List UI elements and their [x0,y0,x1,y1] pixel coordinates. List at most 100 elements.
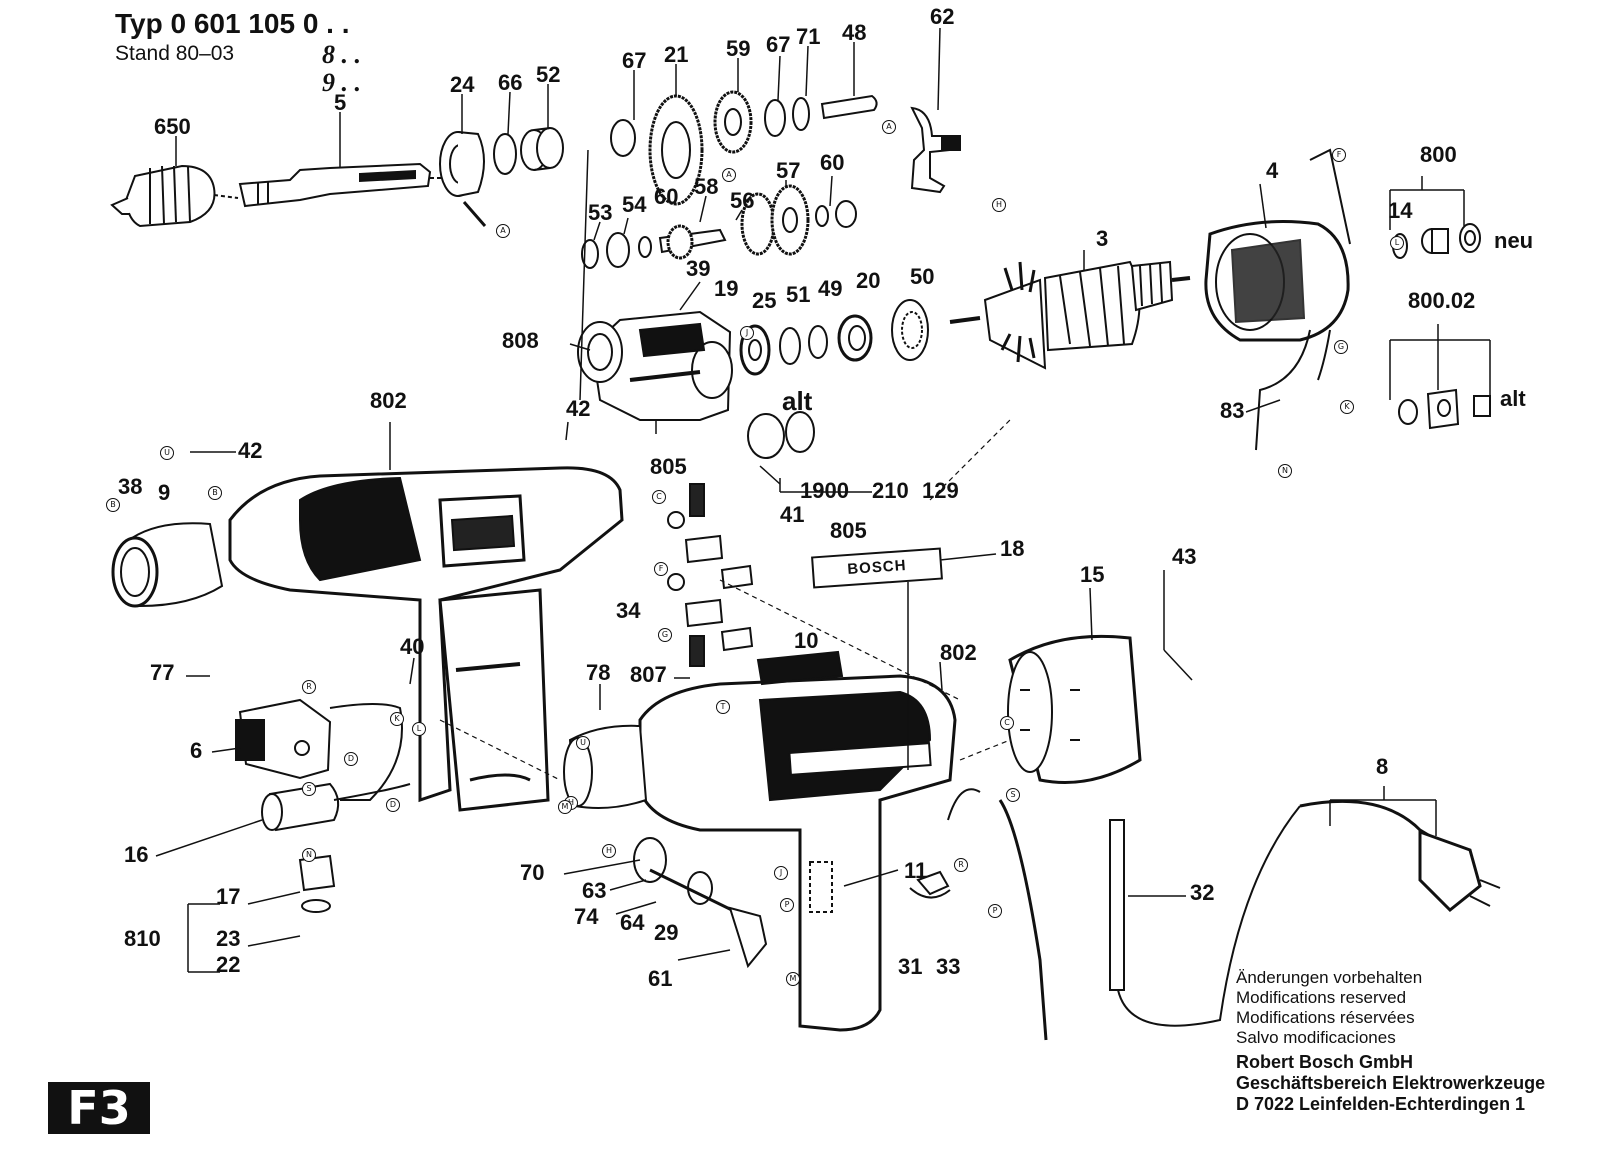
variant-8: 8 . . [322,40,361,69]
part-label-24: 24 [450,72,475,97]
housing-half-802 [228,466,624,812]
marker-p: P [988,904,1002,918]
part-label-14: 14 [1388,198,1413,223]
brush-807 [689,635,705,667]
marker-m: M [558,800,572,814]
brush-parts-alt [1398,388,1491,430]
strain-relief-17 [298,854,336,913]
part-label-62: 62 [930,4,955,29]
marker-f: F [1332,148,1346,162]
part-label-6: 6 [190,738,203,763]
marker-l: L [1390,236,1404,250]
marker-s: S [302,782,316,796]
brush-holder-800 [1421,228,1449,254]
part-label-54: 54 [622,192,647,217]
marker-r: R [302,680,316,694]
ring-66 [493,133,517,175]
brush-805 [689,483,705,517]
part-label-66: 66 [498,70,523,95]
part-label-48: 48 [842,20,867,45]
part-label-3: 3 [1096,226,1109,251]
part-label-17: 17 [216,884,241,909]
housing-half-802-right [563,674,957,1032]
part-label-56: 56 [730,188,755,213]
handle-parts [633,837,768,969]
note-line: Modifications reserved [1236,988,1407,1007]
part-label-210: 210 [872,478,909,503]
part-label-802b: 802 [940,640,977,665]
part-label-41: 41 [780,502,805,527]
part-label-20: 20 [856,268,881,293]
part-label-10: 10 [794,628,819,653]
end-cap-9 [111,522,224,608]
marker-s: S [1006,788,1020,802]
part-label-805b: 805 [830,518,867,543]
spindle [238,162,442,208]
switch-6 [235,698,332,780]
power-cord-8 [1299,800,1501,913]
part-label-60: 60 [820,150,845,175]
part-label-63: 63 [582,878,607,903]
marker-a: A [882,120,896,134]
gear-59 [713,90,753,154]
note-line: Salvo modificaciones [1236,1028,1396,1047]
part-label-67b: 67 [766,32,791,57]
part-label-25: 25 [752,288,777,313]
part-label-38: 38 [118,474,143,499]
marker-d: D [386,798,400,812]
page-code: F3 [48,1082,150,1134]
part-label-67: 67 [622,48,647,73]
marker-c: C [1000,716,1014,730]
part-label-43: 43 [1172,544,1197,569]
part-label-53: 53 [588,200,613,225]
marker-c: C [652,490,666,504]
part-label-9: 9 [158,480,171,505]
part-label-800: 800 [1420,142,1457,167]
variant-9: 9 . . [322,68,361,97]
marker-j: J [740,326,754,340]
marker-h: H [992,198,1006,212]
marker-u: U [576,736,590,750]
part-label-33: 33 [936,954,961,979]
leader-lines [155,27,1491,973]
pin-65 [462,201,487,227]
marker-g: G [1334,340,1348,354]
marker-h: H [602,844,616,858]
part-label-neu: neu [1494,228,1534,253]
part-label-40: 40 [400,634,425,659]
fan-plate-50 [891,299,929,361]
part-label-alt: alt [1500,386,1526,411]
part-label-77: 77 [150,660,175,685]
armature [949,260,1191,370]
part-label-61: 61 [648,966,673,991]
needle-sleeve-52 [520,127,564,171]
part-label-15: 15 [1080,562,1105,587]
marker-g: G [658,628,672,642]
part-label-129: 129 [922,478,959,503]
part-label-39: 39 [686,256,711,281]
part-label-58: 58 [694,174,719,199]
field-stator [1204,148,1351,451]
marker-d: D [344,752,358,766]
part-label-57: 57 [776,158,801,183]
marker-u: U [160,446,174,460]
drill-chuck [110,164,239,228]
part-label-78: 78 [586,660,611,685]
marker-m: M [786,972,800,986]
part-label-1900: 1900 [800,478,849,503]
part-label-810: 810 [124,926,161,951]
marker-a: A [496,224,510,238]
washer-67 [610,119,636,157]
lever-62 [910,106,961,194]
circlip-53 [581,239,599,269]
company-division: Geschäftsbereich Elektrowerkzeuge [1236,1073,1546,1093]
part-label-70: 70 [520,860,545,885]
housing-ring-15 [1007,634,1142,784]
part-label-42b: 42 [566,396,591,421]
modification-notes: Änderungen vorbehalten Modifications res… [1236,968,1422,1048]
brush-springs-34 [667,511,754,652]
part-label-alt-rings: alt [782,386,813,416]
gear-57 [740,184,810,256]
